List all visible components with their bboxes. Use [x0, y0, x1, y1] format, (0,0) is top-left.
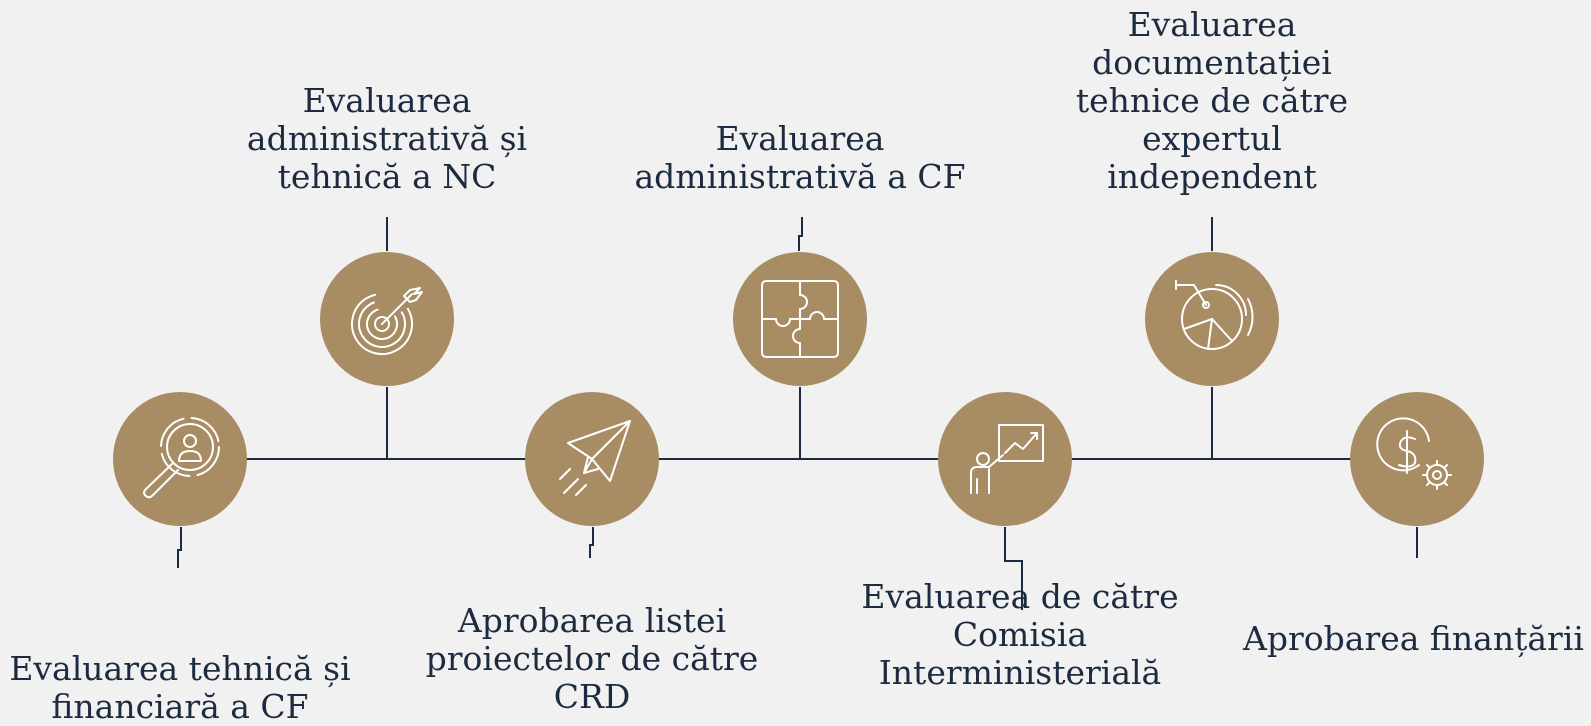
- step-5-connector: [1004, 527, 1023, 610]
- timeline-step-7: [1350, 392, 1484, 558]
- step-5-label: Evaluarea de către Comisia Interminister…: [861, 577, 1179, 692]
- paper-plane-icon: [559, 420, 631, 496]
- step-6-label: Evaluarea documentației tehnice de către…: [1075, 5, 1349, 196]
- presenter-chart-icon: [970, 424, 1044, 494]
- step-5-circle: [938, 392, 1072, 526]
- puzzle-icon: [761, 280, 839, 358]
- step-3-connector: [589, 527, 594, 558]
- timeline-step-6: [1145, 217, 1279, 459]
- radar-chart-icon: [1175, 280, 1254, 350]
- step-1-label: Evaluarea tehnică și financiară a CF: [9, 649, 351, 726]
- timeline-step-4: [733, 217, 867, 459]
- money-gear-icon: [1376, 417, 1452, 490]
- step-7-label: Aprobarea finanțării: [1243, 619, 1584, 658]
- step-7-circle: [1350, 392, 1484, 526]
- target-icon: [351, 287, 423, 355]
- step-4-connector-top: [798, 217, 803, 251]
- step-3-label: Aprobarea listei proiectelor de către CR…: [425, 601, 759, 716]
- step-2-label: Evaluarea administrativă și tehnică a NC: [246, 81, 528, 196]
- timeline-step-3: [525, 392, 659, 558]
- search-user-icon: [143, 417, 220, 499]
- step-4-label: Evaluarea administrativă a CF: [634, 119, 966, 196]
- timeline-step-1: [113, 392, 247, 568]
- step-1-connector: [177, 527, 182, 568]
- timeline-step-2: [320, 217, 454, 459]
- timeline-step-5: [938, 392, 1072, 610]
